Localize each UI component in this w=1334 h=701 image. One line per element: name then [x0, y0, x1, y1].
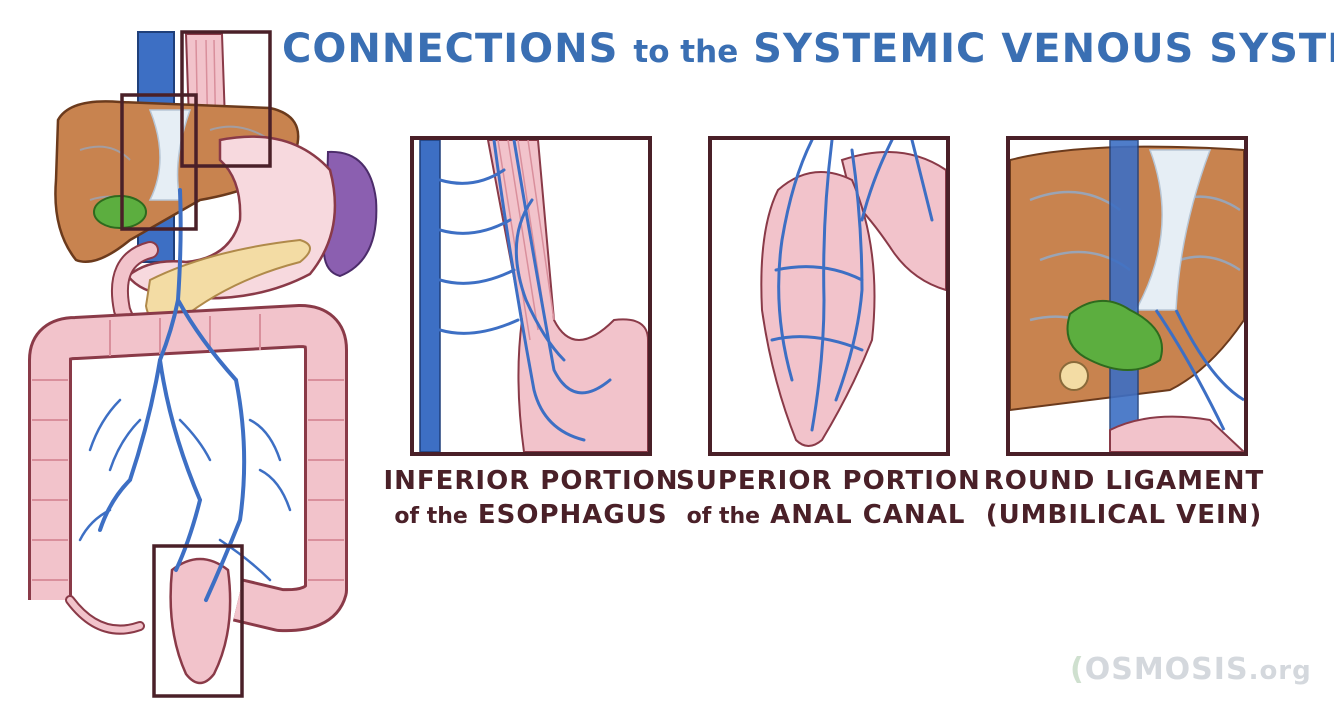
osmosis-logo: (OSMOSIS.org [1070, 652, 1312, 687]
caption-anal-canal-line1: SUPERIOR PORTION [676, 466, 981, 496]
caption-anal-canal-line2: ANAL CANAL [770, 500, 966, 530]
portal-vein [98, 188, 247, 602]
rectum [169, 557, 232, 685]
panel-round-ligament [1006, 136, 1248, 456]
gallbladder [93, 195, 147, 229]
panel-anal-canal [708, 136, 950, 456]
portal-system-illustration [28, 30, 378, 698]
highlight-box-round-ligament [120, 93, 198, 231]
page-title: CONNECTIONS to the SYSTEMIC VENOUS SYSTE… [282, 26, 1334, 72]
caption-anal-canal: SUPERIOR PORTION of the ANAL CANAL [676, 464, 980, 534]
title-part3: SYSTEMIC VENOUS SYSTEM [753, 26, 1334, 72]
anal-canal-closeup [760, 140, 946, 447]
caption-esophagus: INFERIOR PORTION of the ESOPHAGUS [381, 464, 681, 534]
round-ligament-closeup [1010, 140, 1244, 452]
osmosis-logo-mark: ( [1070, 652, 1085, 687]
highlight-box-anal-canal [152, 544, 244, 698]
caption-round-ligament: ROUND LIGAMENT (UMBILICAL VEIN) [974, 464, 1274, 532]
panel-esophagus [410, 136, 652, 456]
esophagus-closeup [419, 140, 648, 452]
caption-anal-canal-of-the: of the [686, 504, 761, 529]
caption-round-ligament-line1: ROUND LIGAMENT [983, 466, 1265, 496]
highlight-box-esophagus [180, 30, 272, 168]
title-part1: CONNECTIONS [282, 26, 619, 72]
caption-esophagus-of-the: of the [394, 504, 468, 529]
caption-esophagus-line2: ESOPHAGUS [477, 500, 668, 530]
title-part2: to the [633, 34, 739, 70]
osmosis-logo-suffix: .org [1248, 656, 1312, 686]
caption-round-ligament-line2: (UMBILICAL VEIN) [985, 500, 1263, 530]
osmosis-logo-name: OSMOSIS [1084, 652, 1249, 687]
caption-esophagus-line1: INFERIOR PORTION [383, 466, 679, 496]
spleen [322, 150, 378, 278]
